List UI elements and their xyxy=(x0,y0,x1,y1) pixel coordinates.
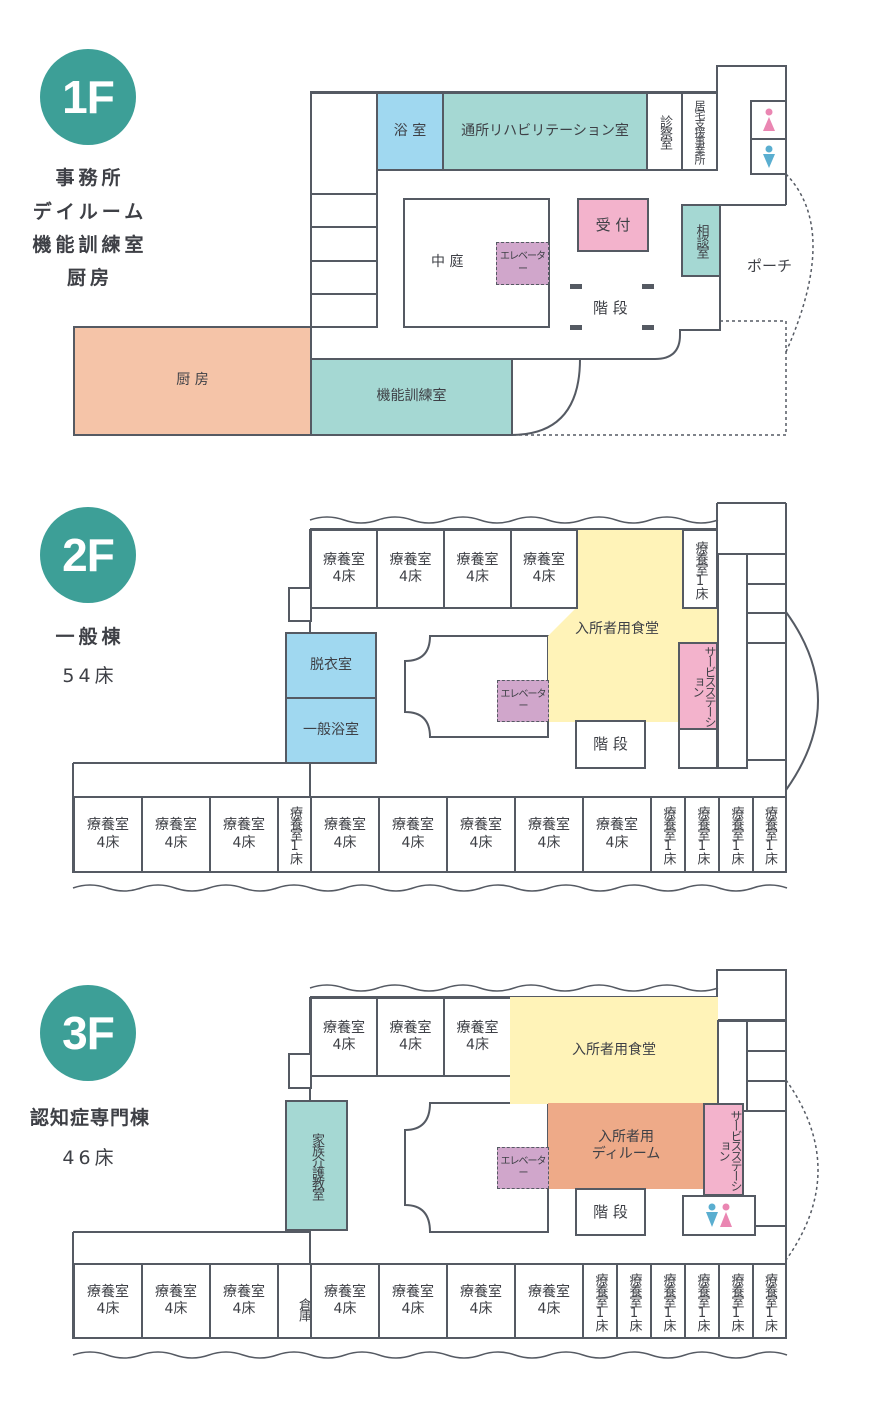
ward-room-4: 療養室 4床 xyxy=(376,997,445,1077)
ward-room-1: 療養室1床 xyxy=(650,796,686,873)
stairs: 階 段 xyxy=(575,1188,646,1236)
room xyxy=(717,1020,748,1112)
day-room: 入所者用 ディルーム xyxy=(548,1103,704,1189)
room-reception: 受 付 xyxy=(577,198,649,252)
ward-room-4: 療養室 4床 xyxy=(141,1263,211,1339)
ward-room-1: 療養室1床 xyxy=(718,1263,754,1339)
ward-room-1: 療養室1床 xyxy=(752,796,787,873)
toilet xyxy=(682,1195,756,1236)
stair-mark xyxy=(642,325,654,330)
ward-room-4: 療養室 4床 xyxy=(310,1263,380,1339)
room xyxy=(746,1020,787,1052)
ward-room-4: 療養室 4床 xyxy=(209,796,279,873)
room-training: 機能訓練室 xyxy=(310,358,513,436)
male-toilet-icon xyxy=(762,145,775,168)
elevator: エレベーター xyxy=(496,242,549,285)
room-consult: 相談室 xyxy=(681,204,721,277)
ward-room-4: 療養室 4床 xyxy=(141,796,211,873)
ward-room-4: 療養室 4床 xyxy=(73,796,143,873)
ward-room-4: 療養室 4床 xyxy=(443,529,512,609)
wing-name: 一般棟 xyxy=(55,626,125,648)
ward-room-1: 療養室1床 xyxy=(582,1263,618,1339)
ward-room-1: 療養室1床 xyxy=(616,1263,652,1339)
room xyxy=(678,728,718,769)
ward-room-4: 療養室 4床 xyxy=(73,1263,143,1339)
storage: 倉庫 xyxy=(277,1263,312,1339)
toilet-icon xyxy=(706,1203,732,1227)
room xyxy=(717,553,748,769)
dining-hall: 入所者用食堂 xyxy=(510,997,718,1104)
stair-mark xyxy=(642,284,654,289)
bed-count: 54床 xyxy=(62,665,118,687)
ward-room-1: 療養室1床 xyxy=(682,529,718,609)
floor-1f-label: デイルーム xyxy=(32,201,148,223)
ward-room-4: 療養室 4床 xyxy=(376,529,445,609)
room-bath: 一般浴室 xyxy=(285,697,377,764)
ward-room-4: 療養室 4床 xyxy=(378,1263,448,1339)
ward-room-1: 療養室1床 xyxy=(684,796,720,873)
floor-badge-1f: 1F xyxy=(40,49,136,145)
floor-badge-2f: 2F xyxy=(40,507,136,603)
ward-room-4: 療養室 4床 xyxy=(446,796,516,873)
room xyxy=(288,587,312,622)
room xyxy=(746,612,787,644)
family-care-room: 家族介護教室 xyxy=(285,1100,348,1231)
ward-room-4: 療養室 4床 xyxy=(209,1263,279,1339)
stair-mark xyxy=(570,284,582,289)
porch-label: ポーチ xyxy=(747,257,793,275)
service-station: サービスステーション xyxy=(703,1103,744,1196)
ward-room-4: 療養室 4床 xyxy=(510,529,578,609)
stairs-label: 階 段 xyxy=(593,299,628,317)
ward-room-4: 療養室 4床 xyxy=(514,796,584,873)
room-dressing: 脱衣室 xyxy=(285,632,377,699)
ward-room-4: 療養室 4床 xyxy=(310,997,378,1077)
elevator: エレベーター xyxy=(497,680,549,722)
floor-badge-3f: 3F xyxy=(40,985,136,1081)
ward-room-1: 療養室1床 xyxy=(718,796,754,873)
toilet-male xyxy=(750,138,787,175)
service-station: サービスステーション xyxy=(678,642,718,730)
room xyxy=(746,1050,787,1082)
ward-room-1: 療養室1床 xyxy=(752,1263,787,1339)
room-rehab: 通所リハビリテーション室 xyxy=(442,92,648,171)
ward-room-4: 療養室 4床 xyxy=(310,796,380,873)
ward-room-4: 療養室 4床 xyxy=(443,997,512,1077)
room xyxy=(746,583,787,614)
bed-count: 46床 xyxy=(62,1147,118,1169)
ward-room-4: 療養室 4床 xyxy=(582,796,652,873)
floor-1f-label: 機能訓練室 xyxy=(32,234,148,256)
female-toilet-icon xyxy=(762,108,775,131)
courtyard-label: 中 庭 xyxy=(431,254,464,271)
ward-room-1: 療養室1床 xyxy=(277,796,312,873)
ward-room-1: 療養室1床 xyxy=(650,1263,686,1339)
dining-label: 入所者用食堂 xyxy=(575,621,659,637)
room xyxy=(746,1080,787,1112)
floor-1f-label: 厨房 xyxy=(66,267,113,289)
ward-room-1: 療養室1床 xyxy=(684,1263,720,1339)
stairs: 階 段 xyxy=(575,720,646,769)
ward-room-4: 療養室 4床 xyxy=(378,796,448,873)
ward-room-4: 療養室 4床 xyxy=(310,529,378,609)
floor-1f-label: 事務所 xyxy=(55,167,125,189)
room xyxy=(746,553,787,585)
ward-room-4: 療養室 4床 xyxy=(514,1263,584,1339)
wing-name: 認知症専門棟 xyxy=(29,1107,150,1129)
elevator: エレベーター xyxy=(497,1147,549,1189)
stair-mark xyxy=(570,325,582,330)
room xyxy=(310,293,378,328)
room-bath: 浴 室 xyxy=(376,92,444,171)
room xyxy=(288,1053,312,1089)
ward-room-4: 療養室 4床 xyxy=(446,1263,516,1339)
room-kitchen: 厨 房 xyxy=(73,326,312,436)
toilet-female xyxy=(750,100,787,140)
room-care-office: 居宅支援事業所 xyxy=(681,92,718,171)
